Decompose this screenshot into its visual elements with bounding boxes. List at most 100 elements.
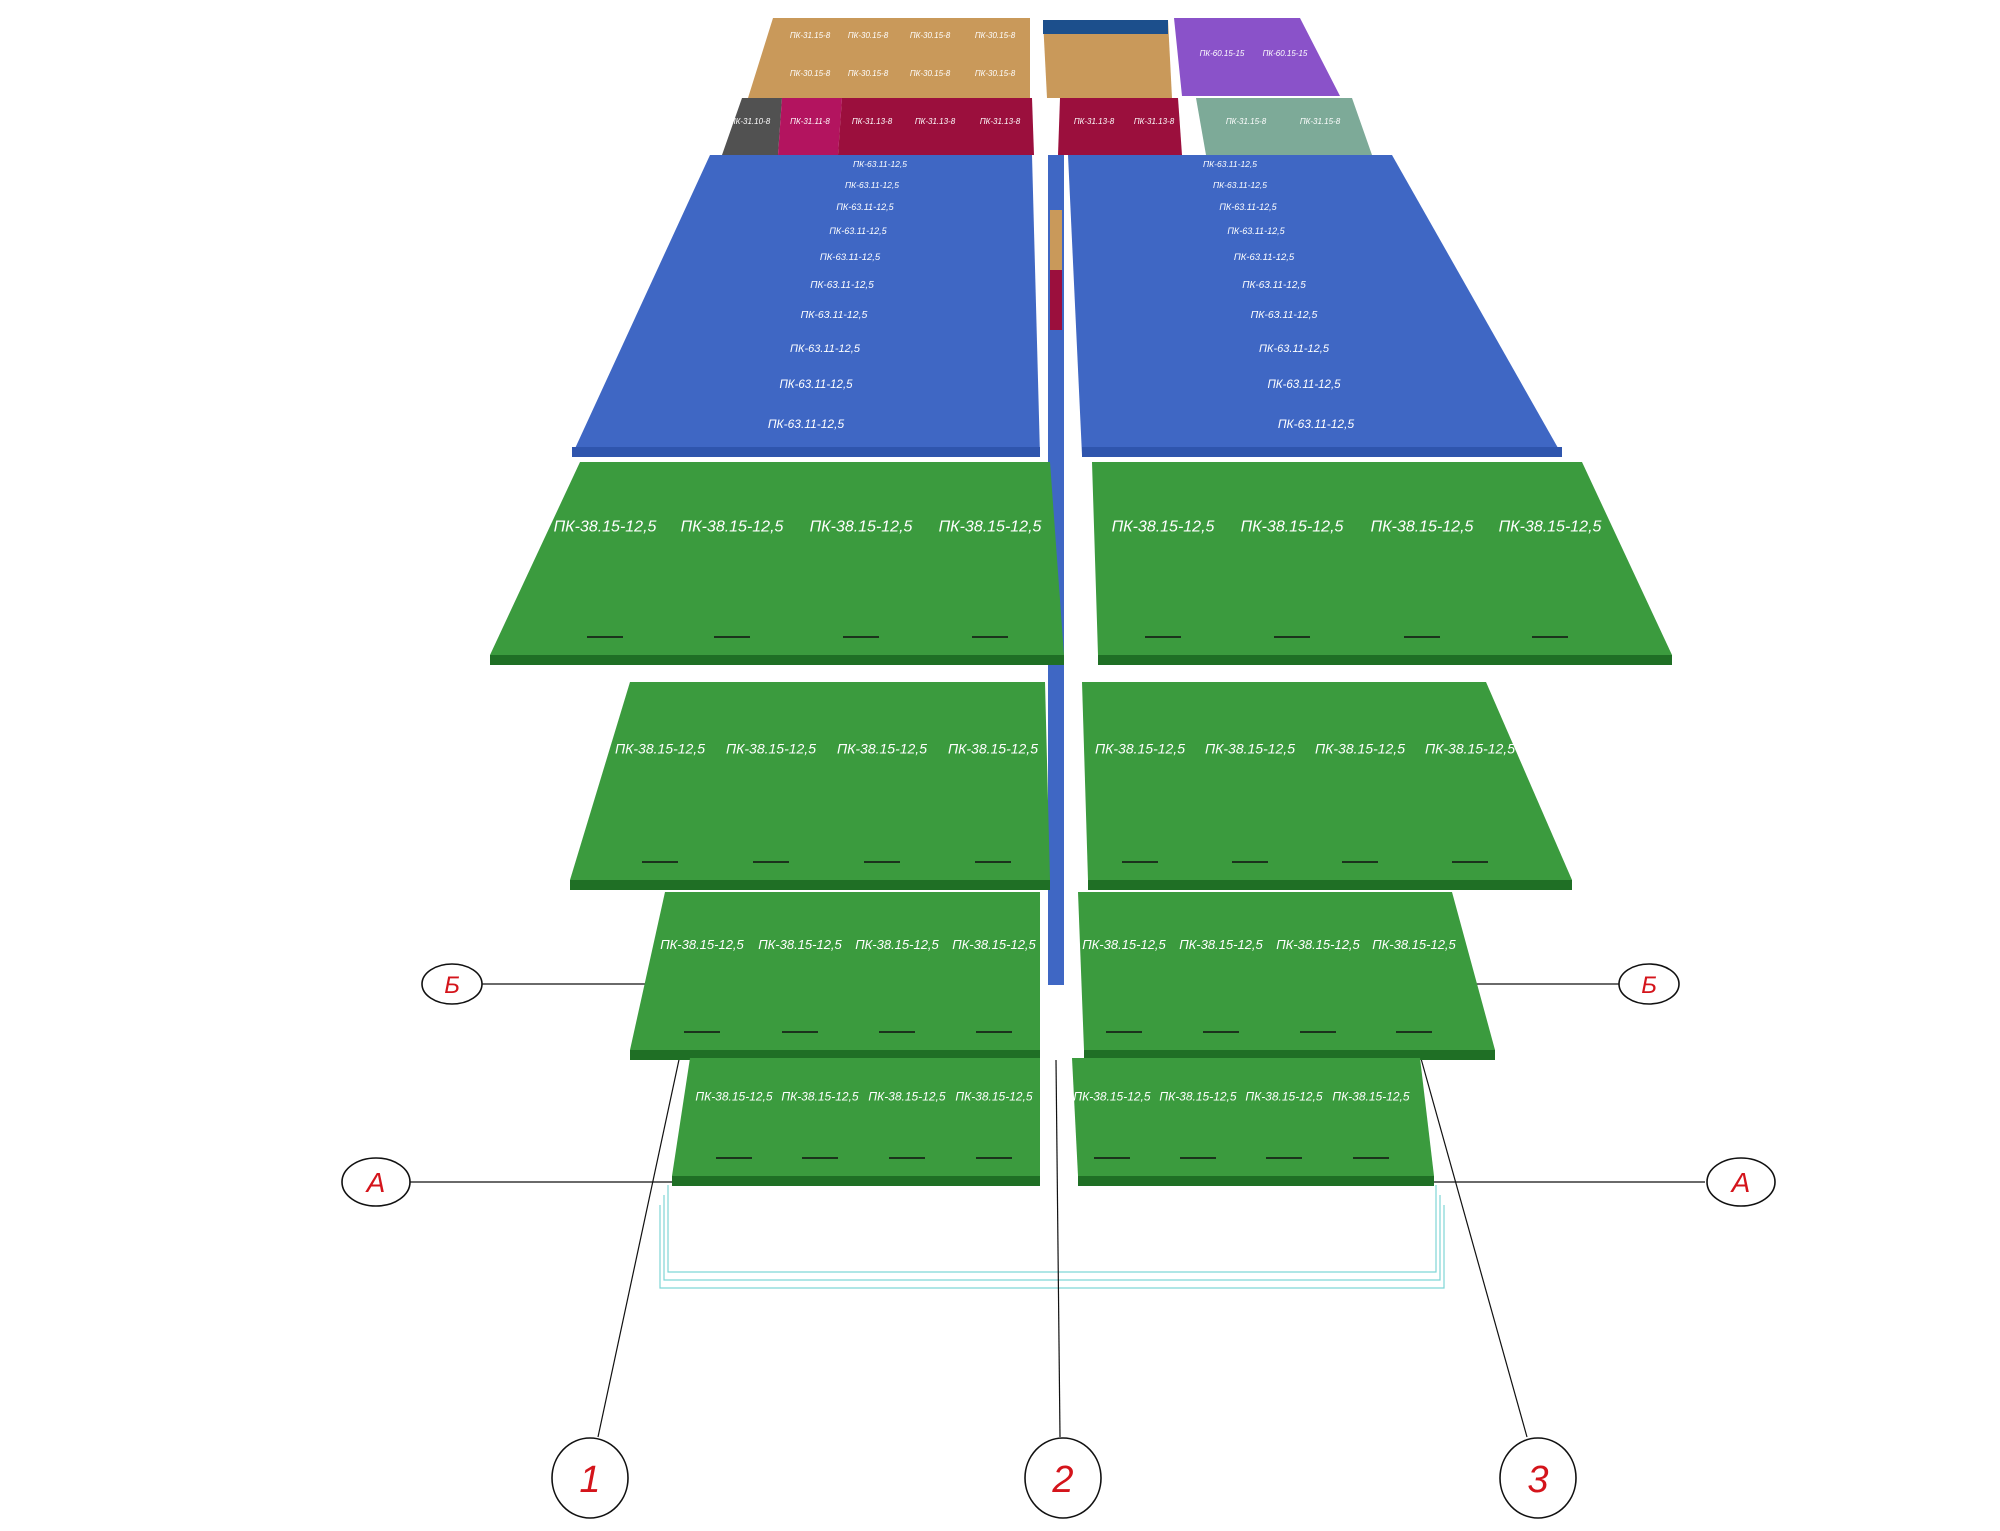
axis-bubble-col-3: 3 <box>1499 1437 1577 1519</box>
slab-label: ПК-31.15-8 <box>790 31 831 40</box>
navy-strip <box>1043 20 1168 34</box>
slab-label: ПК-38.15-12,5 <box>1372 937 1456 952</box>
axis-label: А <box>365 1167 386 1198</box>
purple-slab-group <box>1174 18 1340 96</box>
foundation-outline <box>659 1185 1445 1289</box>
green-slab-left <box>490 462 1064 655</box>
slab-label: ПК-38.15-12,5 <box>726 740 816 756</box>
slab-label: ПК-30.15-8 <box>975 69 1016 78</box>
slab-label: ПК-38.15-12,5 <box>1179 937 1263 952</box>
slab-label: ПК-60.15-15 <box>1263 49 1308 58</box>
slab-label: ПК-38.15-12,5 <box>868 1089 945 1103</box>
crimson-slab-left <box>838 98 1034 155</box>
axis-bubble-row-b-left: Б <box>421 963 483 1005</box>
slab-label: ПК-63.11-12,5 <box>845 180 899 190</box>
tier-1-tan-labels-top: ПК-31.15-8 ПК-30.15-8 ПК-30.15-8 ПК-30.15-8 <box>790 31 1016 40</box>
slab-label: ПК-63.11-12,5 <box>853 159 907 169</box>
slab-label: ПК-38.15-12,5 <box>781 1089 858 1103</box>
axis-bubble-col-2: 2 <box>1024 1437 1102 1519</box>
axis-bubble-col-1: 1 <box>551 1437 629 1519</box>
slab-label: ПК-38.15-12,5 <box>1159 1089 1236 1103</box>
tier-1-purple-labels: ПК-60.15-15 ПК-60.15-15 <box>1200 49 1308 58</box>
slab-label: ПК-38.15-12,5 <box>1371 518 1474 535</box>
green-tier-3: ПК-38.15-12,5 ПК-38.15-12,5 ПК-38.15-12,5 П… <box>630 892 1495 1060</box>
tan-slab-group-middle <box>1043 20 1172 98</box>
slab-label: ПК-38.15-12,5 <box>1245 1089 1322 1103</box>
slab-label: ПК-63.11-12,5 <box>1278 417 1355 431</box>
axis-label: 3 <box>1527 1459 1548 1501</box>
axis-label: А <box>1730 1167 1751 1198</box>
slab-label: ПК-31.13-8 <box>980 117 1021 126</box>
slab-label: ПК-30.15-8 <box>848 31 889 40</box>
slab-label: ПК-38.15-12,5 <box>1499 518 1602 535</box>
slab-label: ПК-38.15-12,5 <box>810 518 913 535</box>
tier-1-tan-labels-bottom: ПК-30.15-8 ПК-30.15-8 ПК-30.15-8 ПК-30.15-8 <box>790 69 1016 78</box>
axis-label: Б <box>1641 972 1657 999</box>
slab-label: ПК-38.15-12,5 <box>837 740 927 756</box>
slab-label: ПК-60.15-15 <box>1200 49 1245 58</box>
green-tier-1: ПК-38.15-12,5 ПК-38.15-12,5 ПК-38.15-12,5 П… <box>490 462 1672 665</box>
gray-slab <box>722 98 782 155</box>
slab-label: ПК-31.13-8 <box>915 117 956 126</box>
slab-label: ПК-38.15-12,5 <box>615 740 705 756</box>
slab-label: ПК-63.11-12,5 <box>1219 202 1277 212</box>
slab-label: ПК-38.15-12,5 <box>1332 1089 1409 1103</box>
slab-label: ПК-63.11-12,5 <box>820 252 881 263</box>
slab-label: ПК-63.11-12,5 <box>1203 159 1257 169</box>
slab-label: ПК-63.11-12,5 <box>1259 343 1330 355</box>
slab-label: ПК-63.11-12,5 <box>1234 252 1295 263</box>
slab-label: ПК-38.15-12,5 <box>955 1089 1032 1103</box>
axis-bubble-row-a-left: А <box>341 1157 411 1207</box>
slab-label: ПК-38.15-12,5 <box>952 937 1036 952</box>
slab-label: ПК-31.13-8 <box>852 117 893 126</box>
slab-label: ПК-38.15-12,5 <box>695 1089 772 1103</box>
slab-label: ПК-63.11-12,5 <box>768 417 845 431</box>
tan-slab-group-left <box>748 18 1030 98</box>
magenta-slab <box>778 98 842 155</box>
slab-label: ПК-30.15-8 <box>910 31 951 40</box>
slab-label: ПК-38.15-12,5 <box>948 740 1038 756</box>
slab-label: ПК-63.11-12,5 <box>1251 309 1318 321</box>
sage-slab <box>1196 98 1372 155</box>
slab-label: ПК-31.15-8 <box>1226 117 1267 126</box>
slab-label: ПК-38.15-12,5 <box>855 937 939 952</box>
green-slab-right <box>1072 1058 1434 1176</box>
blue-slab-left <box>572 155 1040 455</box>
slab-label: ПК-63.11-12,5 <box>810 280 874 291</box>
slab-label: ПК-38.15-12,5 <box>1112 518 1215 535</box>
green-tier-2: ПК-38.15-12,5 ПК-38.15-12,5 ПК-38.15-12,5 П… <box>570 682 1572 890</box>
axis-bubble-row-b-right: Б <box>1618 963 1680 1005</box>
slab-label: ПК-38.15-12,5 <box>681 518 784 535</box>
green-slab-left <box>672 1058 1040 1176</box>
slab-label: ПК-63.11-12,5 <box>836 202 894 212</box>
blue-slab-right <box>1068 155 1562 455</box>
slab-label: ПК-30.15-8 <box>910 69 951 78</box>
slab-label: ПК-30.15-8 <box>848 69 889 78</box>
slab-label: ПК-38.15-12,5 <box>1073 1089 1150 1103</box>
slab-label: ПК-63.11-12,5 <box>790 343 861 355</box>
slab-label: ПК-31.15-8 <box>1300 117 1341 126</box>
slab-label: ПК-38.15-12,5 <box>1425 740 1515 756</box>
slab-label: ПК-63.11-12,5 <box>801 309 868 321</box>
axis-label: Б <box>444 972 460 999</box>
green-slab-left <box>630 892 1040 1050</box>
green-slab-right <box>1092 462 1672 655</box>
slab-label: ПК-38.15-12,5 <box>1241 518 1344 535</box>
slab-label: ПК-38.15-12,5 <box>554 518 657 535</box>
slab-label: ПК-30.15-8 <box>790 69 831 78</box>
slab-label: ПК-38.15-12,5 <box>660 937 744 952</box>
axis-lines <box>410 983 1705 1438</box>
slab-label: ПК-63.11-12,5 <box>829 226 887 236</box>
slab-label: ПК-63.11-12,5 <box>1242 280 1306 291</box>
slab-label: ПК-30.15-8 <box>975 31 1016 40</box>
slab-label: ПК-38.15-12,5 <box>1276 937 1360 952</box>
green-slab-left <box>570 682 1050 880</box>
axis-label: 2 <box>1051 1459 1073 1501</box>
